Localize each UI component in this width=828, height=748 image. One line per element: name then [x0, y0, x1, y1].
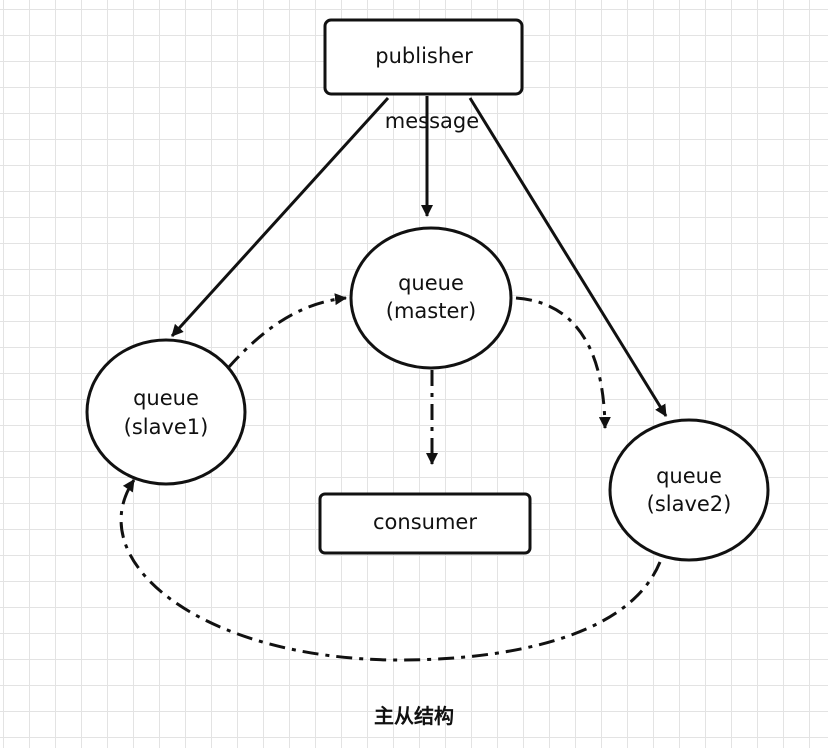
replication-edges	[119, 293, 662, 662]
queue-slave1-label-line1: queue	[133, 386, 199, 410]
edge-publisher-to-slave1	[170, 96, 390, 338]
diagram-caption: 主从结构	[374, 704, 454, 728]
queue-slave2-label-line1: queue	[656, 464, 722, 488]
edge-slave1-to-master	[226, 293, 347, 370]
queue-slave1-node: queue (slave1)	[85, 338, 247, 486]
edge-master-to-slave2	[515, 296, 611, 429]
publisher-label: publisher	[375, 44, 473, 68]
queue-master-node: queue (master)	[349, 226, 513, 370]
publisher-node: publisher	[323, 18, 524, 96]
queue-slave1-label-line2: (slave1)	[124, 415, 209, 439]
edge-slave2-to-slave1	[119, 479, 662, 662]
message-edge-label: message	[385, 109, 479, 133]
consumer-label: consumer	[373, 510, 477, 534]
edge-publisher-to-slave2	[468, 97, 668, 417]
queue-master-label-line1: queue	[398, 271, 464, 295]
consumer-node: consumer	[318, 492, 532, 555]
publish-edges	[170, 96, 668, 417]
queue-slave2-node: queue (slave2)	[608, 418, 770, 562]
queue-slave2-label-line2: (slave2)	[647, 492, 732, 516]
queue-master-label-line2: (master)	[386, 299, 476, 323]
